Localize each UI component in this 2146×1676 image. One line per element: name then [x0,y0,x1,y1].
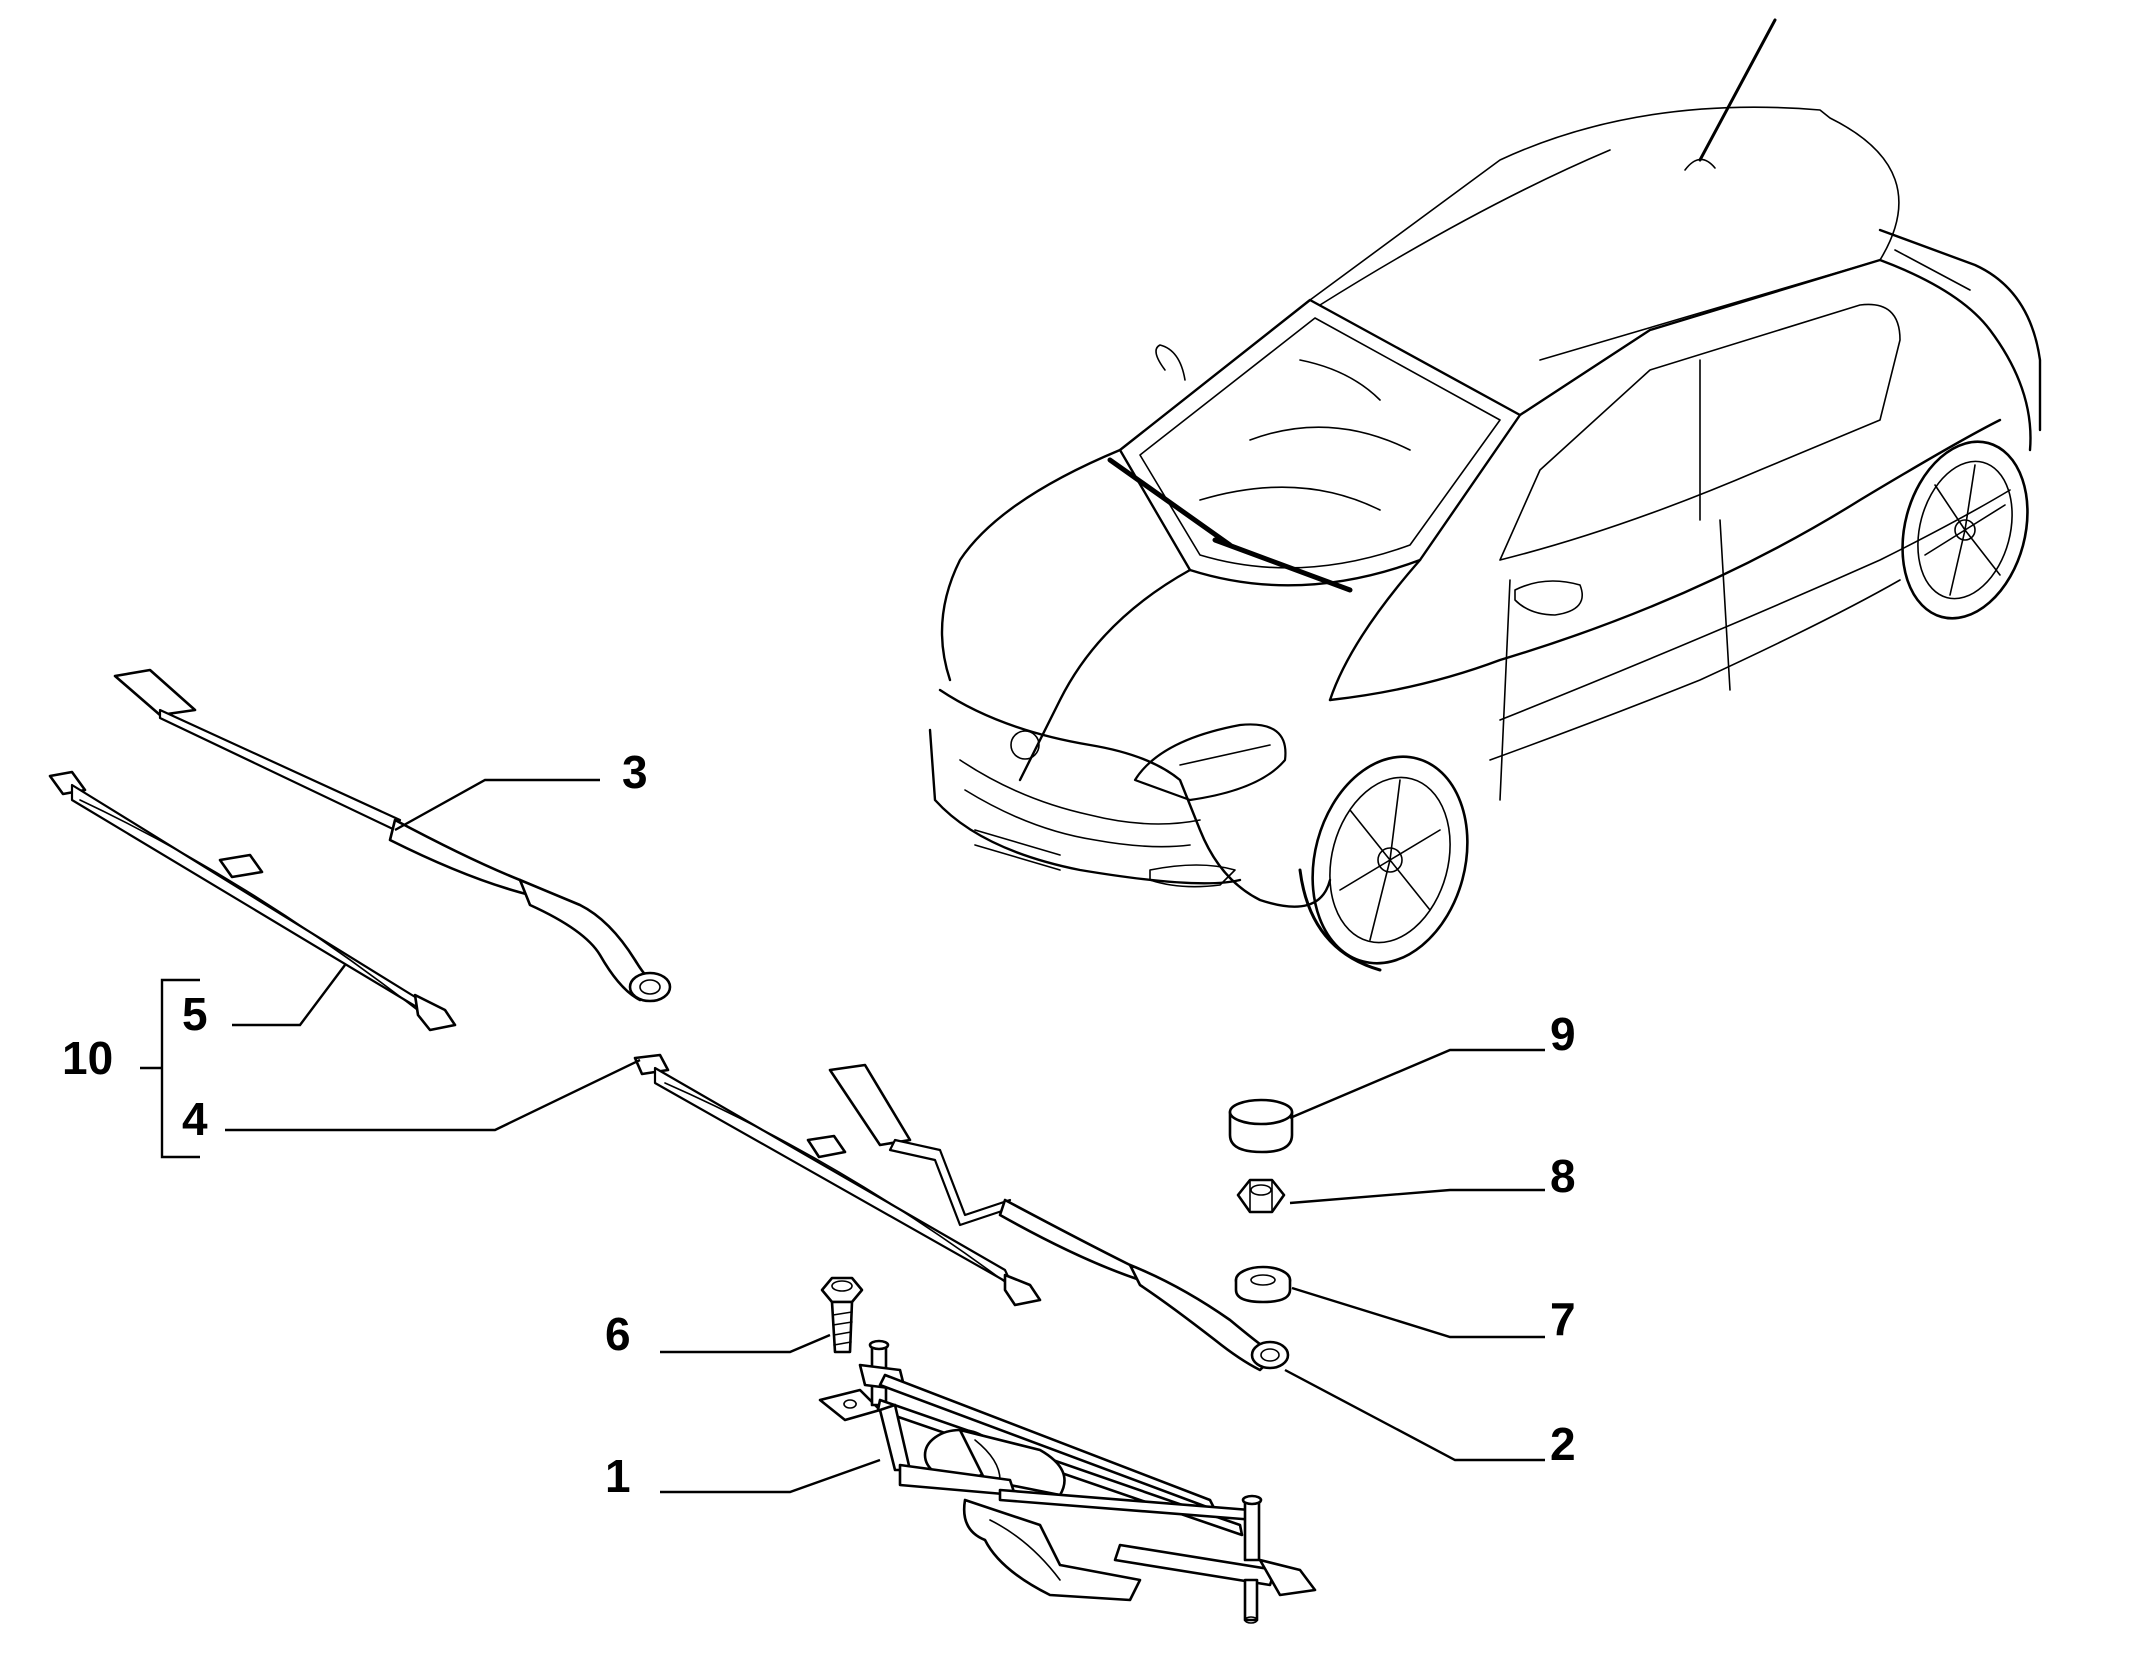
hex-nut-icon [1236,1178,1286,1214]
callout-6: 6 [605,1308,631,1360]
wiper-linkage-motor-icon [818,1339,1317,1624]
wiper-blade-long-icon [633,1053,1042,1307]
callout-9: 9 [1550,1008,1576,1060]
wiper-blade-short-icon [48,770,457,1032]
leader-lines [140,778,1545,1494]
callout-4: 4 [182,1093,208,1145]
washer-icon [1234,1265,1292,1304]
bolt-icon [820,1276,864,1354]
hatchback-car-icon [928,18,2042,972]
callout-3: 3 [622,746,648,798]
callout-2: 2 [1550,1418,1576,1470]
cap-icon [1228,1098,1294,1154]
wiper-arm-passenger-icon [828,1063,1290,1372]
callout-1: 1 [605,1450,631,1502]
wiper-arm-driver-icon [113,668,672,1003]
callout-8: 8 [1550,1150,1576,1202]
callout-5: 5 [182,988,208,1040]
callout-7: 7 [1550,1293,1576,1345]
callout-10: 10 [62,1032,113,1084]
